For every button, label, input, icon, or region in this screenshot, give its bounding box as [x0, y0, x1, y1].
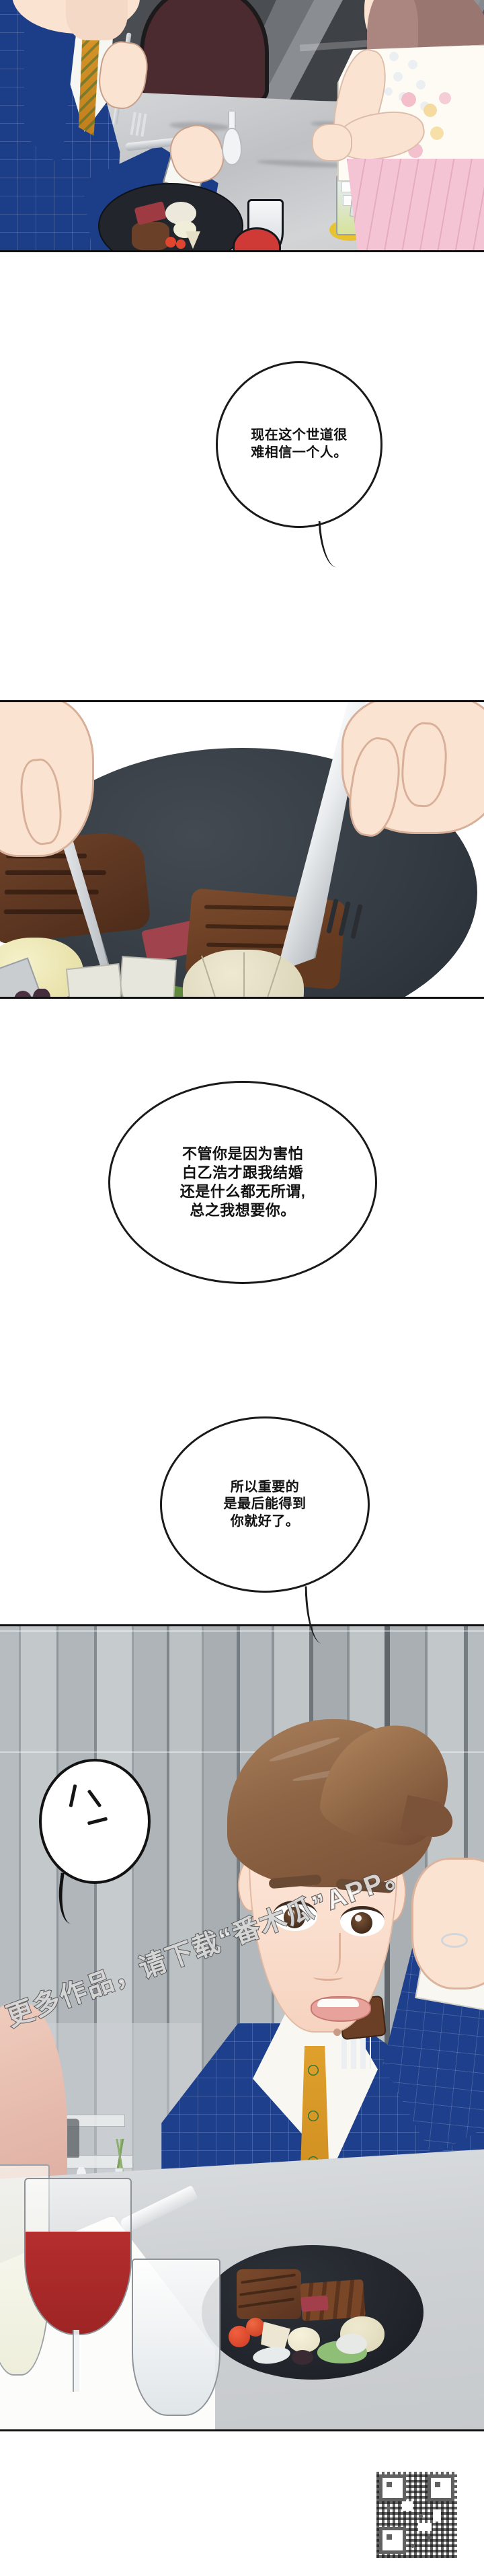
wine-glass-stem — [73, 2330, 79, 2392]
chin-mole — [333, 2029, 341, 2036]
food-white-garnish — [336, 2334, 367, 2354]
food-tomato — [176, 239, 186, 249]
grill-mark — [5, 870, 106, 876]
reaction-bubble-speechless — [39, 1759, 151, 1884]
qr-quiet-patch — [402, 2501, 413, 2511]
bulb-segment-line — [257, 956, 282, 997]
speech-bubble-proposal: 不管你是因为害怕 白乙浩才跟我结婚 还是什么都无所谓, 总之我想要你。 — [108, 1081, 377, 1284]
nose — [321, 1933, 341, 1975]
potted-plant — [109, 2139, 132, 2174]
food-steak — [132, 222, 169, 250]
food-wedge — [117, 956, 177, 997]
qr-finder-pattern — [428, 2474, 454, 2501]
eye-highlight — [355, 1915, 362, 1922]
speech-bubble-proposal-text: 不管你是因为害怕 白乙浩才跟我结婚 还是什么都无所谓, 总之我想要你。 — [179, 1145, 306, 1219]
nostril — [313, 1973, 343, 1981]
qr-finder-pattern — [379, 2474, 406, 2501]
woman-hand — [312, 124, 352, 161]
man-hand-holding-fork — [411, 1858, 484, 1990]
qr-quiet-patch — [418, 2523, 432, 2531]
man-head — [227, 1718, 456, 2043]
woman-skirt — [347, 159, 484, 250]
ellipsis-dash — [69, 1784, 77, 1808]
qr-quiet-patch — [433, 2509, 441, 2522]
food-steak-interior — [300, 2295, 329, 2312]
chair-backrest — [140, 0, 388, 108]
eye-left — [273, 1901, 317, 1931]
window-frame-line — [0, 1630, 484, 1632]
wine-glass-bowl — [24, 2178, 132, 2335]
speech-bubble-trust-text: 现在这个世道很 难相信一个人。 — [251, 428, 348, 460]
panel-restaurant-table-scene — [0, 0, 484, 252]
teeth — [317, 1999, 359, 2007]
food-wedge — [65, 963, 126, 997]
food-tomato — [165, 237, 176, 248]
qr-code[interactable] — [376, 2472, 457, 2558]
food-bulb-garnish — [183, 950, 304, 997]
iris — [284, 1907, 305, 1928]
window-frame-line — [0, 1751, 484, 1753]
speech-bubble-trust-tail — [318, 520, 339, 568]
food-ball-garnish — [288, 2327, 320, 2353]
food-dark-garnish — [292, 2350, 313, 2365]
speech-bubble-conclusion-text: 所以重要的 是最后能得到 你就好了。 — [223, 1479, 307, 1529]
carafe-neck — [228, 112, 236, 132]
speech-bubble-conclusion: 所以重要的 是最后能得到 你就好了。 — [160, 1416, 370, 1593]
food-tomato — [246, 2318, 265, 2337]
grill-mark — [3, 909, 85, 915]
hair-highlight — [268, 1735, 341, 1764]
bulb-segment-line — [201, 955, 226, 997]
bulb-segment-line — [243, 952, 245, 997]
eye-right — [340, 1906, 385, 1936]
red-wine-glass — [24, 2178, 132, 2393]
ellipsis-dash — [87, 1817, 108, 1825]
finger-ring — [441, 1933, 468, 1948]
water-tumbler — [132, 2259, 220, 2416]
water-carafe — [222, 128, 242, 165]
eye-highlight — [288, 1909, 294, 1916]
footer — [0, 2431, 484, 2576]
ellipsis-dash — [87, 1789, 102, 1808]
speech-bubble-trust: 现在这个世道很 难相信一个人。 — [216, 361, 382, 528]
panel-man-portrait-scene — [0, 1624, 484, 2431]
panel-steak-cutting-closeup — [0, 700, 484, 999]
man-neck — [66, 0, 128, 40]
qr-finder-pattern — [379, 2527, 406, 2554]
iris — [351, 1912, 372, 1934]
food-grapes — [12, 989, 63, 997]
